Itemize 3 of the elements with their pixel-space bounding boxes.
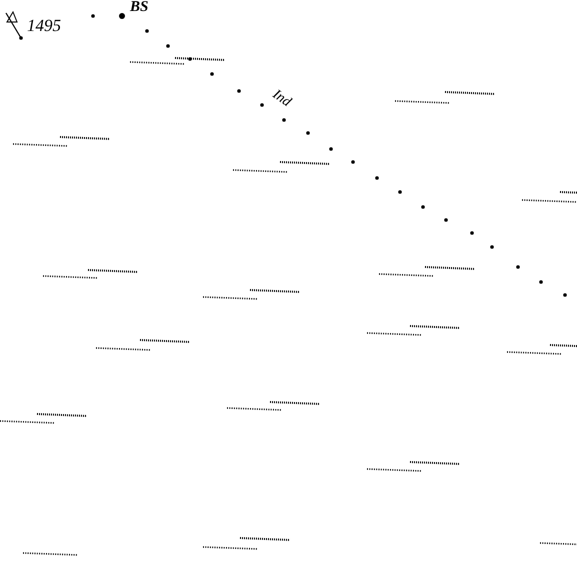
line-label: Ind [270, 88, 293, 110]
point-label: BS [130, 0, 148, 15]
height-number: 1495 [27, 17, 61, 34]
